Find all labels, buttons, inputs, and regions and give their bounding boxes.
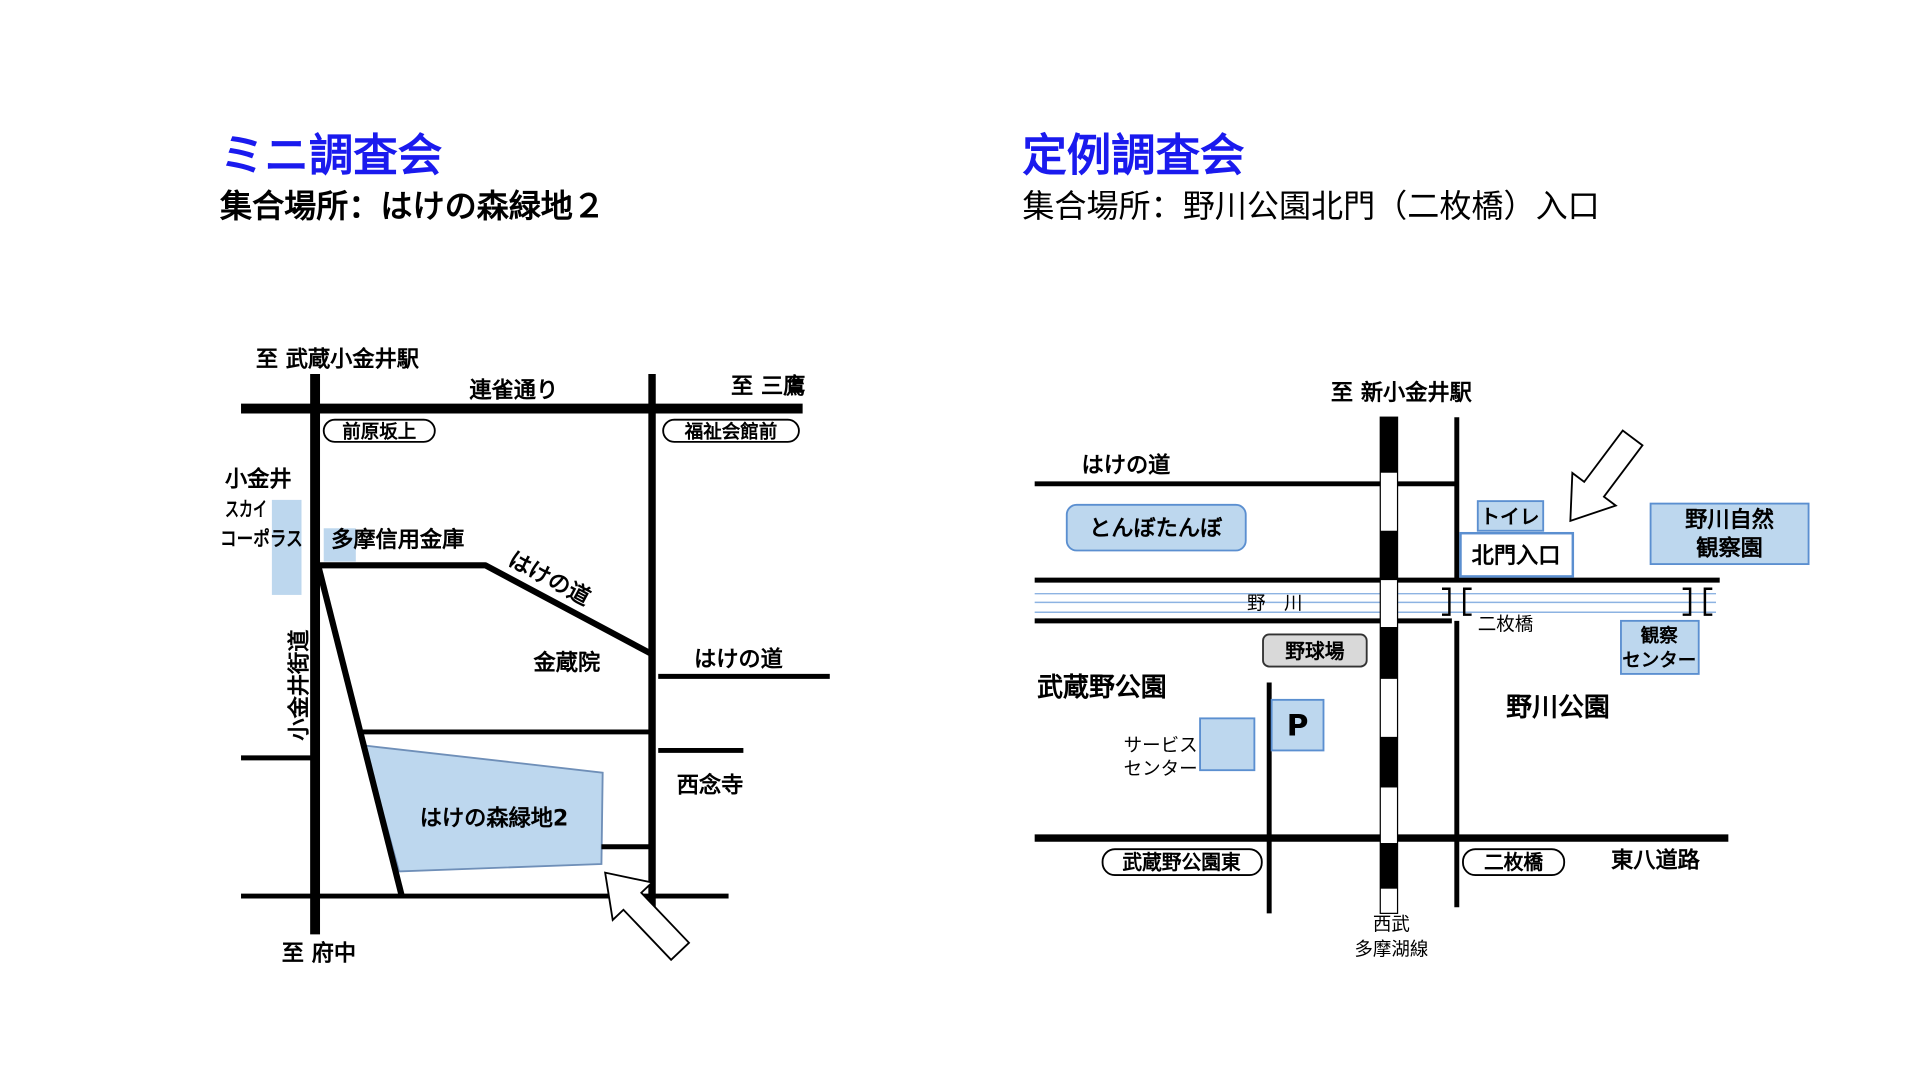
stop-fukushi-pill	[662, 418, 800, 443]
map-left: 至 武蔵小金井駅 連雀通り 至 三鷹 前原坂上 福祉会館前 小金井 スカイ コー…	[220, 346, 830, 966]
left-title: ミニ調査会	[220, 130, 443, 181]
tonbo-tanbo-area	[1065, 503, 1247, 552]
label-koganei-sky-2: スカイ	[225, 498, 267, 521]
label-to-shin-koganei: 至 新小金井駅	[1331, 379, 1473, 406]
service-center-building	[1199, 717, 1256, 772]
label-koganei-kaido: 小金井街道	[285, 630, 312, 741]
label-stop-musashino-east: 武蔵野公園東	[1122, 851, 1241, 874]
label-to-musashi-koganei: 至 武蔵小金井駅	[256, 346, 420, 373]
right-heading: 定例調査会 集合場所：野川公園北門（二枚橋）入口	[1022, 130, 1599, 225]
nature-garden-box	[1649, 502, 1810, 565]
railway-segment	[1380, 417, 1398, 473]
baseball-field-box	[1262, 633, 1368, 668]
label-konzoin: 金蔵院	[533, 649, 601, 676]
label-to-fuchu: 至 府中	[282, 939, 356, 966]
entrance-arrow-icon	[1569, 429, 1644, 523]
railway-segment	[1380, 843, 1398, 889]
left-heading: ミニ調査会 集合場所：はけの森緑地２	[219, 130, 605, 225]
label-tohachi-doro: 東八道路	[1611, 847, 1701, 874]
label-sainenji: 西念寺	[677, 771, 744, 798]
right-title: 定例調査会	[1022, 130, 1245, 181]
map-right: 至 新小金井駅 はけの道 とんぼたんぼ トイレ 北門入口 野川自然 観察園 野 …	[1034, 379, 1810, 960]
left-meeting-place: 集合場所：はけの森緑地２	[219, 187, 605, 225]
label-service-center-1: サービス	[1124, 736, 1198, 757]
label-observation-center-2: センター	[1622, 651, 1696, 672]
observation-center-box	[1620, 619, 1700, 675]
north-gate-box	[1459, 531, 1575, 578]
label-renjaku-dori: 連雀通り	[469, 377, 558, 403]
stop-maehara-pill	[322, 418, 436, 443]
road-diagonal	[315, 567, 405, 896]
bridge-nimaibashi-right	[1462, 587, 1472, 616]
label-service-center-2: センター	[1124, 759, 1198, 780]
label-parking: P	[1287, 709, 1309, 743]
entrance-arrow-icon	[604, 871, 691, 962]
label-hake-no-michi: はけの道	[1082, 452, 1171, 479]
toilet-box	[1476, 500, 1545, 532]
bridge-east-left	[1682, 587, 1692, 616]
bridge-east-right	[1703, 587, 1713, 616]
label-railway-1: 西武	[1373, 915, 1410, 936]
parking-sign	[1270, 698, 1325, 752]
label-nature-garden-2: 観察園	[1696, 534, 1763, 561]
label-nogawa-river: 野 川	[1247, 594, 1303, 615]
label-nature-garden-1: 野川自然	[1685, 506, 1775, 533]
bridge-nimaibashi-left	[1441, 587, 1451, 616]
koganei-sky-corporas-building	[271, 499, 302, 595]
right-meeting-place: 集合場所：野川公園北門（二枚橋）入口	[1022, 187, 1599, 225]
tama-shinkin-building	[323, 528, 356, 562]
label-koganei-sky-3: コーポラス	[220, 528, 303, 551]
label-north-gate: 北門入口	[1472, 543, 1561, 569]
label-stop-nimaibashi: 二枚橋	[1484, 851, 1543, 874]
label-observation-center-1: 観察	[1641, 625, 1679, 647]
stop-musashino-east-pill	[1101, 848, 1263, 877]
road-hake-no-michi	[315, 562, 654, 657]
label-toilet: トイレ	[1480, 505, 1539, 528]
label-koganei-sky-1: 小金井	[225, 465, 292, 492]
label-hake-no-michi-east: はけの道	[694, 646, 783, 673]
label-nogawa-park: 野川公園	[1506, 693, 1610, 723]
label-stop-fukushi: 福祉会館前	[684, 421, 778, 443]
label-hake-mori: はけの森緑地2	[420, 805, 569, 832]
railway-segment	[1380, 736, 1398, 788]
label-musashino-park: 武蔵野公園	[1037, 673, 1167, 703]
label-to-mitaka: 至 三鷹	[731, 373, 805, 400]
label-tonbo-tanbo: とんぼたんぼ	[1089, 516, 1223, 542]
railway-segment	[1380, 627, 1398, 679]
railway-seibu-tamako	[1379, 416, 1399, 914]
stop-nimaibashi-pill	[1462, 848, 1566, 877]
railway-segment	[1380, 530, 1398, 581]
label-stop-maehara: 前原坂上	[342, 421, 416, 443]
label-baseball-field: 野球場	[1285, 640, 1344, 663]
label-bridge-nimaibashi: 二枚橋	[1478, 615, 1534, 636]
label-tama-shinkin: 多摩信用金庫	[331, 526, 464, 553]
label-railway-2: 多摩湖線	[1354, 939, 1428, 960]
